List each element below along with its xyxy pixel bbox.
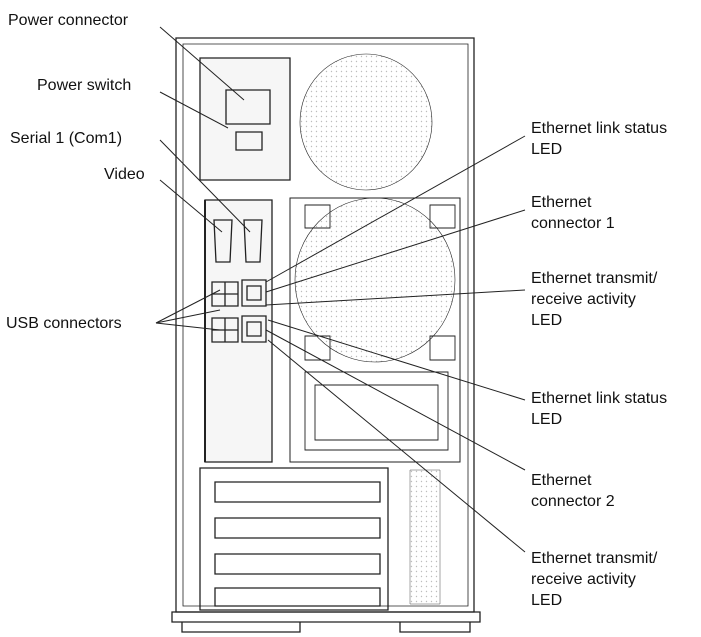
label-video: Video: [104, 166, 145, 183]
handle-bracket: [304, 371, 449, 451]
lower-fan-grille: [294, 197, 456, 363]
usb-stack-upper: [211, 281, 239, 307]
chassis-base: [171, 611, 481, 633]
serial-port: [243, 219, 263, 263]
label-eth-connector-2: Ethernet connector 2: [531, 472, 615, 510]
label-eth-connector-1: Ethernet connector 1: [531, 194, 615, 232]
ethernet-port-1: [241, 279, 267, 307]
label-eth-activity-2: Ethernet transmit/ receive activity LED: [531, 550, 658, 609]
leader-lines: [155, 26, 526, 553]
label-eth-link-status-2: Ethernet link status LED: [531, 390, 668, 428]
power-supply-plate: [199, 57, 291, 181]
side-vent: [409, 469, 441, 605]
video-port: [213, 219, 233, 263]
power-connector: [225, 89, 271, 125]
power-switch: [235, 131, 263, 151]
label-eth-link-status-1: Ethernet link status LED: [531, 120, 668, 158]
label-usb-connectors: USB connectors: [6, 315, 122, 332]
label-power-switch: Power switch: [37, 77, 132, 94]
expansion-slots: [199, 467, 389, 611]
upper-fan-grille: [299, 53, 433, 191]
label-eth-activity-1: Ethernet transmit/ receive activity LED: [531, 270, 658, 329]
label-power-connector: Power connector: [8, 12, 129, 29]
lower-fan-panel: [289, 197, 461, 463]
label-serial-port: Serial 1 (Com1): [10, 130, 123, 147]
ethernet-port-2: [241, 315, 267, 343]
